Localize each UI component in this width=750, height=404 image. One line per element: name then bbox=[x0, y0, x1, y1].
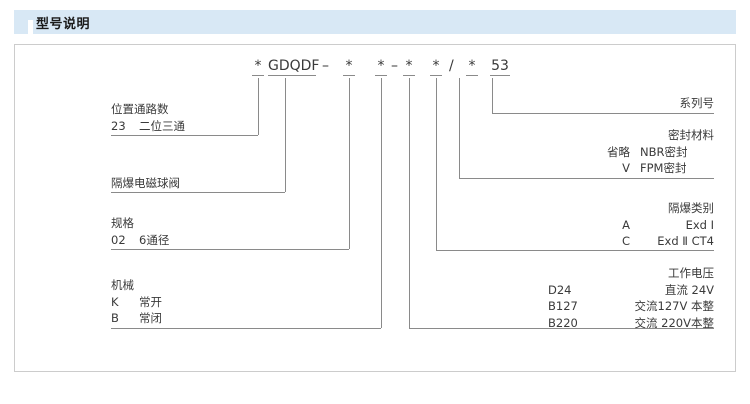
label-row: 23 二位三通 bbox=[111, 118, 185, 135]
code-segment-7: * bbox=[430, 59, 442, 76]
leader-line-left-3-vertical bbox=[381, 78, 382, 328]
label-code: 02 bbox=[111, 232, 126, 247]
label-code: 省略 bbox=[607, 144, 630, 159]
label-group-position-channel: 位置通路数 23 二位三通 bbox=[111, 101, 185, 134]
label-code: A bbox=[622, 217, 630, 232]
code-segment-4: * bbox=[375, 59, 387, 76]
leader-line-left-3-horizontal bbox=[111, 328, 381, 329]
label-row: B 常闭 bbox=[111, 310, 162, 327]
leader-line-left-0-vertical bbox=[258, 78, 259, 135]
label-group-working-voltage: 工作电压 D24 直流 24V B127 交流127V 本整 B220 交流 2… bbox=[454, 265, 714, 331]
code-segment-6: * bbox=[403, 59, 415, 76]
label-desc: 直流 24V bbox=[664, 282, 714, 297]
leader-line-right-0-vertical bbox=[492, 78, 493, 113]
label-desc: 交流 220V本整 bbox=[634, 315, 714, 330]
leader-line-right-3-vertical bbox=[409, 78, 410, 328]
leader-line-left-2-vertical bbox=[349, 78, 350, 249]
label-code: B bbox=[111, 311, 119, 325]
label-row: V FPM密封 bbox=[474, 160, 714, 177]
label-group-valve-type: 隔爆电磁球阀 bbox=[111, 175, 180, 192]
code-segment-2: – bbox=[322, 58, 329, 74]
label-desc: FPM密封 bbox=[640, 161, 687, 175]
label-group-mechanical: 机械 K 常开 B 常闭 bbox=[111, 277, 162, 327]
code-segment-5: – bbox=[391, 58, 398, 74]
code-segment-3: * bbox=[343, 59, 355, 76]
label-title: 规格 bbox=[111, 216, 134, 230]
label-desc: NBR密封 bbox=[640, 144, 688, 159]
label-row: 省略 NBR密封 bbox=[474, 144, 714, 161]
label-code: D24 bbox=[548, 282, 572, 297]
label-desc: 常开 bbox=[139, 294, 162, 309]
label-row: A Exd Ⅰ bbox=[474, 217, 714, 234]
label-desc: 二位三通 bbox=[139, 118, 185, 133]
leader-line-left-1-vertical bbox=[285, 78, 286, 192]
leader-line-right-3-horizontal bbox=[409, 328, 714, 329]
code-segment-10: 53 bbox=[490, 58, 510, 76]
label-row: D24 直流 24V bbox=[454, 282, 714, 299]
header-accent-bar bbox=[28, 20, 33, 44]
diagram-container bbox=[14, 44, 736, 372]
label-title: 系列号 bbox=[679, 96, 715, 110]
label-code: B127 bbox=[548, 299, 578, 313]
label-title: 密封材料 bbox=[668, 128, 714, 142]
label-row: B127 交流127V 本整 bbox=[454, 298, 714, 315]
leader-line-left-2-horizontal bbox=[111, 249, 349, 250]
leader-line-right-1-vertical bbox=[459, 78, 460, 178]
code-segment-0: * bbox=[252, 59, 264, 76]
label-title: 位置通路数 bbox=[111, 102, 169, 116]
leader-line-left-0-horizontal bbox=[111, 135, 258, 136]
leader-line-left-1-horizontal bbox=[111, 192, 285, 193]
label-desc: 6通径 bbox=[139, 232, 170, 247]
code-segment-8: / bbox=[449, 58, 454, 74]
leader-line-right-2-vertical bbox=[436, 78, 437, 250]
label-title: 隔爆类别 bbox=[668, 201, 714, 215]
leader-line-right-1-horizontal bbox=[459, 178, 714, 179]
label-code: K bbox=[111, 294, 119, 309]
label-code: C bbox=[621, 234, 630, 248]
label-group-explosion-proof-class: 隔爆类别 A Exd Ⅰ C Exd Ⅱ CT4 bbox=[474, 200, 714, 250]
label-group-seal-material: 密封材料 省略 NBR密封 V FPM密封 bbox=[474, 127, 714, 177]
model-code: * GDQDF – * * – * * / * 53 bbox=[0, 59, 750, 79]
label-code: V bbox=[622, 161, 630, 175]
label-row: 02 6通径 bbox=[111, 232, 169, 249]
code-segment-9: * bbox=[466, 59, 478, 76]
leader-line-right-2-horizontal bbox=[436, 250, 714, 251]
label-title: 机械 bbox=[111, 278, 134, 292]
label-title: 隔爆电磁球阀 bbox=[111, 176, 180, 190]
label-group-specification: 规格 02 6通径 bbox=[111, 215, 169, 248]
label-row: K 常开 bbox=[111, 294, 162, 311]
label-row: B220 交流 220V本整 bbox=[454, 315, 714, 332]
label-group-series-number: 系列号 bbox=[474, 95, 715, 112]
code-segment-1: GDQDF bbox=[268, 58, 320, 76]
label-desc: Exd Ⅱ CT4 bbox=[657, 234, 714, 248]
page-title: 型号说明 bbox=[36, 16, 91, 32]
label-row: C Exd Ⅱ CT4 bbox=[474, 233, 714, 250]
label-desc: Exd Ⅰ bbox=[685, 217, 714, 232]
label-desc: 交流127V 本整 bbox=[634, 299, 714, 313]
label-code: B220 bbox=[548, 315, 578, 330]
section-header: 型号说明 bbox=[14, 10, 736, 44]
label-title: 工作电压 bbox=[668, 266, 714, 280]
leader-line-right-0-horizontal bbox=[492, 113, 714, 114]
label-desc: 常闭 bbox=[139, 311, 162, 325]
label-code: 23 bbox=[111, 118, 126, 133]
